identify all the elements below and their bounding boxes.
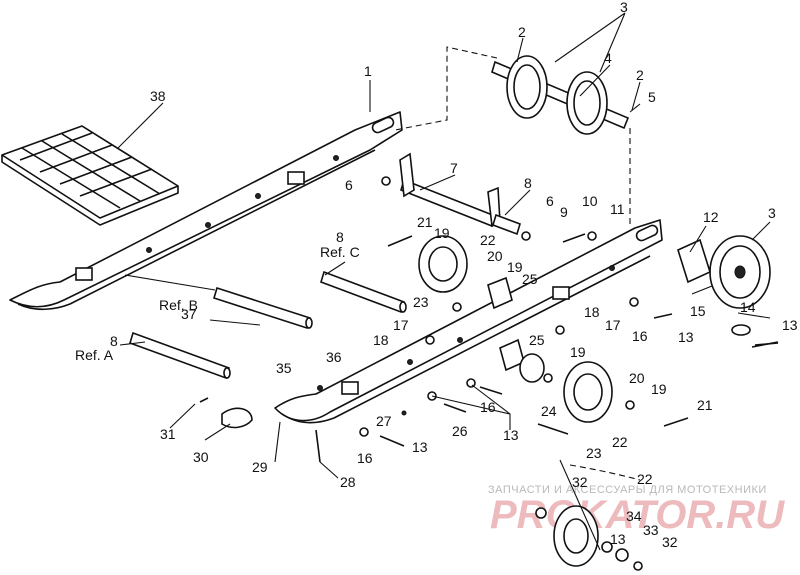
callout-2-axle: 2 <box>636 67 644 83</box>
callout-26: 26 <box>452 423 468 439</box>
callout-36: 36 <box>326 349 342 365</box>
leader-lines <box>117 12 771 551</box>
front-shaft <box>399 152 521 236</box>
callout-19-top: 19 <box>434 225 450 241</box>
callout-13-lower: 13 <box>412 439 428 455</box>
callout-8-ref-a: 8 <box>110 333 118 349</box>
callout-31: 31 <box>160 426 176 442</box>
callout-13-right: 13 <box>782 317 798 333</box>
top-wheel-assembly <box>491 55 630 135</box>
ref-b-label: Ref. B <box>159 297 198 313</box>
callout-23-bottom: 23 <box>586 445 602 461</box>
ref-a-label: Ref. A <box>75 347 114 363</box>
callout-17-right: 17 <box>605 317 621 333</box>
callout-32-top: 32 <box>572 474 588 490</box>
callout-19-right: 19 <box>651 381 667 397</box>
shafts <box>129 270 407 380</box>
callout-21-top: 21 <box>417 214 433 230</box>
callout-13-bottom: 13 <box>610 531 626 547</box>
callout-25-top: 25 <box>522 271 538 287</box>
callout-8-front: 8 <box>524 175 532 191</box>
callout-7: 7 <box>450 160 458 176</box>
callout-29: 29 <box>252 459 268 475</box>
callout-11: 11 <box>610 201 625 217</box>
callout-8-ref-c: 8 <box>336 229 344 245</box>
brackets <box>487 276 545 383</box>
callout-21-right: 21 <box>697 397 713 413</box>
left-rail <box>9 111 403 311</box>
right-wheel-assembly <box>677 235 779 346</box>
callout-16-rail: 16 <box>632 328 648 344</box>
callout-15: 15 <box>690 303 706 319</box>
callout-1: 1 <box>364 63 372 79</box>
ref-c-label: Ref. C <box>320 244 360 260</box>
guide-lines <box>394 46 641 481</box>
callout-3-right-wheel: 3 <box>768 205 776 221</box>
callout-10: 10 <box>582 193 598 209</box>
callout-19-middle: 19 <box>507 259 523 275</box>
callout-22-top: 22 <box>480 232 496 248</box>
callout-18-left: 18 <box>373 332 389 348</box>
callout-34: 34 <box>626 508 642 524</box>
callout-2-top: 2 <box>518 24 526 40</box>
callout-35: 35 <box>276 360 292 376</box>
callout-27: 27 <box>376 413 392 429</box>
hardware <box>199 176 779 571</box>
track-section <box>1 125 179 226</box>
callout-18-right: 18 <box>584 304 600 320</box>
callout-5: 5 <box>648 89 656 105</box>
callout-28: 28 <box>340 474 356 490</box>
callout-32-bottom: 32 <box>662 534 678 550</box>
right-rail <box>274 219 663 424</box>
callout-20-top: 20 <box>487 248 503 264</box>
callout-4: 4 <box>604 50 612 66</box>
callout-16-lower: 16 <box>357 450 373 466</box>
watermark-caption: ЗАПЧАСТИ И АКСЕССУАРЫ ДЛЯ МОТОТЕХНИКИ <box>488 484 767 496</box>
callout-3-top-wheels: 3 <box>620 0 628 15</box>
callout-17-left: 17 <box>393 317 409 333</box>
callout-25-lower: 25 <box>529 332 545 348</box>
callout-16-middle: 16 <box>480 399 496 415</box>
callout-33: 33 <box>643 522 659 538</box>
callout-38: 38 <box>150 88 166 104</box>
callout-13-middle: 13 <box>503 427 519 443</box>
callout-13-rail: 13 <box>678 329 694 345</box>
callout-19-lower: 19 <box>570 344 586 360</box>
callout-22-middle: 22 <box>612 434 628 450</box>
callout-6-right: 6 <box>546 193 554 209</box>
callouts: 1 2 2 3 3 4 5 6 6 7 8 8 8 9 10 11 12 13 … <box>75 0 798 550</box>
callout-24: 24 <box>541 403 557 419</box>
callout-14: 14 <box>740 299 756 315</box>
callout-22-bottom: 22 <box>637 471 653 487</box>
callout-30: 30 <box>193 449 209 465</box>
callout-9: 9 <box>560 204 568 220</box>
callout-23-top: 23 <box>413 294 429 310</box>
callout-6-left: 6 <box>345 177 353 193</box>
callout-12: 12 <box>703 209 719 225</box>
callout-20-right: 20 <box>629 370 645 386</box>
callout-37: 37 <box>181 306 197 322</box>
